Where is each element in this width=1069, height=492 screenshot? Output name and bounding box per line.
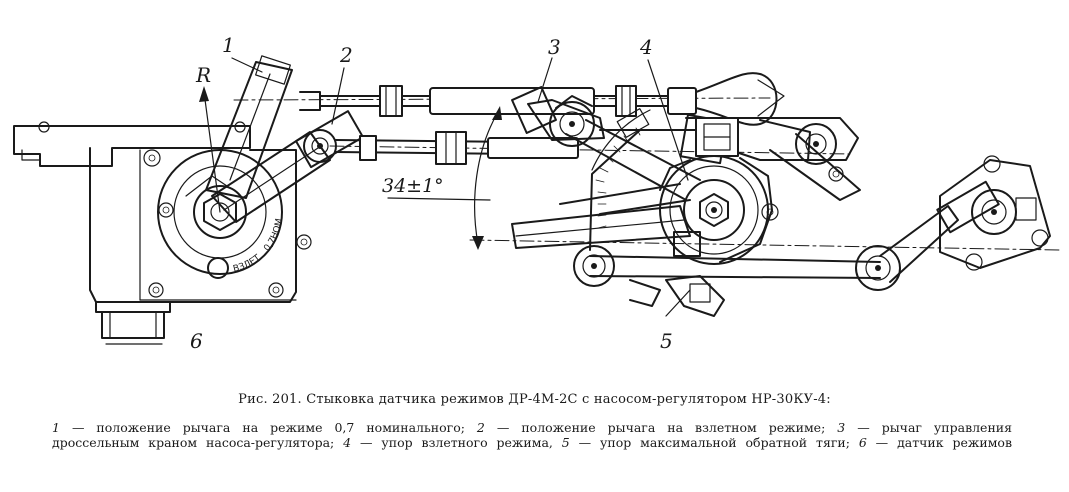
takeoff-stop-4 <box>695 117 739 157</box>
legend-number: 5 <box>561 435 570 450</box>
bolt-icon <box>143 149 161 167</box>
lever-lower-position <box>511 183 691 249</box>
legend-line-1: 1 — положение рычага на режиме 0,7 номин… <box>52 420 1012 435</box>
bolt-icon <box>158 202 174 218</box>
label-4: 4 <box>639 35 653 59</box>
caption-legend: 1 — положение рычага на режиме 0,7 номин… <box>52 420 1012 450</box>
label-2: 2 <box>339 43 353 67</box>
bolt-icon <box>296 234 312 250</box>
legend-line-2: дроссельным краном насоса-регулятора; 4 … <box>52 435 1012 450</box>
bolt-icon <box>761 203 779 221</box>
right-bracket <box>879 155 1051 283</box>
label-5: 5 <box>660 329 673 353</box>
legend-number: 2 <box>476 420 485 435</box>
legend-text: — положение рычага на режиме 0,7 номинал… <box>59 420 477 435</box>
pump-main-dial <box>659 155 844 265</box>
lower-link <box>573 245 901 307</box>
label-1: 1 <box>222 33 235 57</box>
radius-arrow <box>199 86 221 213</box>
dial-marking-takeoff: ВЗЛЕТ <box>232 253 263 275</box>
label-3: 3 <box>548 35 561 59</box>
label-6: 6 <box>190 329 203 353</box>
label-radius: R <box>195 63 211 87</box>
legend-text: — упор взлетного режима, <box>351 435 562 450</box>
technical-drawing: ВЗЛЕТ 0,7НОМ <box>13 33 1061 353</box>
bolt-icon <box>148 282 164 298</box>
legend-text: — упор максимальной обратной тяги; <box>569 435 859 450</box>
legend-number: 6 <box>858 435 867 450</box>
pivot-icon <box>855 245 901 291</box>
legend-text: — положение рычага на взлетном режиме; <box>484 420 838 435</box>
lever-position-1 <box>205 55 293 199</box>
legend-text: — рычаг управления <box>845 420 1012 435</box>
pivot-icon <box>573 245 615 287</box>
legend-number: 4 <box>343 435 352 450</box>
legend-text: — датчик режимов <box>866 435 1012 450</box>
angle-dimension <box>387 106 502 250</box>
mode-sensor-housing: ВЗЛЕТ 0,7НОМ <box>13 121 312 345</box>
dial-marking-nominal: 0,7НОМ <box>262 218 285 254</box>
legend-number: 3 <box>837 420 846 435</box>
bolt-icon <box>828 166 844 182</box>
angle-scale <box>589 108 661 251</box>
legend-number: 1 <box>52 420 60 435</box>
legend-text: дроссельным краном насоса-регулятора; <box>52 435 344 450</box>
callouts <box>231 57 691 317</box>
label-angle: 34±1° <box>382 175 444 197</box>
figure-caption: Рис. 201. Стыковка датчика режимов ДР-4М… <box>0 392 1069 450</box>
lower-rod <box>335 131 579 165</box>
caption-title: Рис. 201. Стыковка датчика режимов ДР-4М… <box>238 392 831 407</box>
reverse-thrust-stop-5 <box>665 275 725 317</box>
bolt-icon <box>268 282 284 298</box>
